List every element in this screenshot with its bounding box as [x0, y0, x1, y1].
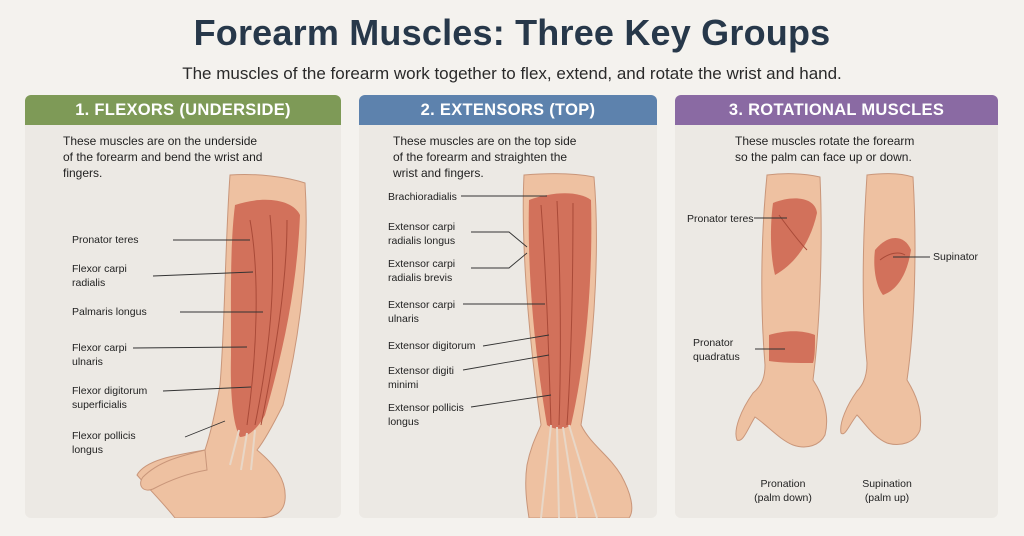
- extensor-forearm-illustration: [461, 173, 633, 518]
- label-pronator-teres: Pronator teres: [72, 234, 139, 246]
- rotational-description: These muscles rotate the forearm so the …: [735, 134, 915, 164]
- label-flexor-digitorum-l1: Flexor digitorum: [72, 385, 148, 397]
- supinator-muscle: [874, 237, 911, 295]
- label-extensor-digiti-l2: minimi: [388, 379, 419, 391]
- label-pronator-quadratus-l1: Pronator: [693, 337, 734, 349]
- extensors-header: 2. EXTENSORS (TOP): [359, 95, 657, 125]
- rotational-panel: 3. ROTATIONAL MUSCLES These muscles rota…: [675, 95, 998, 518]
- extensors-description: These muscles are on the top side of the…: [393, 134, 577, 180]
- flexor-thumb: [140, 449, 208, 491]
- label-palmaris-longus: Palmaris longus: [72, 306, 147, 318]
- flexors-panel: 1. FLEXORS (UNDERSIDE) These muscles are…: [25, 95, 341, 518]
- label-ecr-brevis-l1: Extensor carpi: [388, 258, 456, 270]
- caption-pronation-l1: Pronation: [760, 478, 806, 490]
- caption-supination-l2: (palm up): [864, 492, 910, 504]
- flexors-description: These muscles are on the underside of th…: [63, 134, 263, 180]
- label-ecu-l1: Extensor carpi: [388, 299, 456, 311]
- flexor-forearm-illustration: [132, 174, 307, 518]
- label-flexor-digitorum-l2: superficialis: [72, 399, 127, 411]
- label-pronator-teres-rot: Pronator teres: [687, 213, 754, 225]
- flexors-header: 1. FLEXORS (UNDERSIDE): [25, 95, 341, 125]
- label-ecu-l2: ulnaris: [388, 313, 419, 325]
- label-flexor-pollicis-l2: longus: [72, 444, 103, 456]
- label-extensor-digitorum: Extensor digitorum: [388, 340, 476, 352]
- pronator-quadratus-muscle: [769, 331, 815, 363]
- label-pronator-quadratus-l2: quadratus: [693, 351, 740, 363]
- flexor-muscle-bundle: [230, 199, 300, 437]
- rotational-forearms-illustration: [735, 173, 930, 448]
- label-extensor-pollicis-l1: Extensor pollicis: [388, 402, 464, 414]
- supination-forearm-skin: [840, 173, 922, 445]
- label-supinator: Supinator: [933, 251, 978, 263]
- label-flexor-carpi-radialis-l1: Flexor carpi: [72, 263, 127, 275]
- label-brachioradialis: Brachioradialis: [388, 191, 457, 203]
- label-flexor-carpi-ulnaris-l2: ulnaris: [72, 356, 103, 368]
- label-flexor-carpi-radialis-l2: radialis: [72, 277, 106, 289]
- rotational-header: 3. ROTATIONAL MUSCLES: [675, 95, 998, 125]
- label-flexor-pollicis-l1: Flexor pollicis: [72, 430, 136, 442]
- label-ecr-longus-l1: Extensor carpi: [388, 221, 456, 233]
- page-title: Forearm Muscles: Three Key Groups: [193, 12, 831, 53]
- label-ecr-brevis-l2: radialis brevis: [388, 272, 453, 284]
- label-flexor-carpi-ulnaris-l1: Flexor carpi: [72, 342, 127, 354]
- caption-pronation-l2: (palm down): [754, 492, 812, 504]
- caption-supination-l1: Supination: [862, 478, 912, 490]
- label-extensor-pollicis-l2: longus: [388, 416, 419, 428]
- label-extensor-digiti-l1: Extensor digiti: [388, 365, 454, 377]
- extensors-panel: 2. EXTENSORS (TOP) These muscles are on …: [359, 95, 657, 518]
- label-ecr-longus-l2: radialis longus: [388, 235, 456, 247]
- page-subtitle: The muscles of the forearm work together…: [182, 64, 842, 83]
